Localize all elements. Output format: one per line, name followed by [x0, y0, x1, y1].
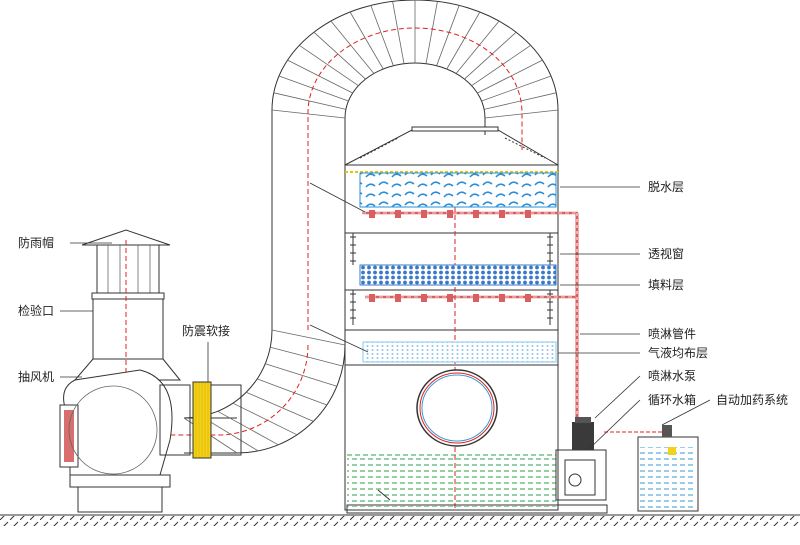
- gas-liquid-layer: [362, 341, 557, 363]
- spray-nozzle: [525, 294, 531, 302]
- exhaust-fan: [59, 369, 173, 513]
- label-rain-cap: 防雨帽: [18, 235, 54, 250]
- spray-nozzle: [447, 210, 453, 218]
- spray-nozzle: [369, 210, 375, 218]
- ground-line: [0, 514, 800, 526]
- stack-chimney: [91, 244, 165, 300]
- label-sight-window: 透视窗: [648, 246, 684, 261]
- manhole-port: [416, 369, 498, 447]
- spray-nozzle: [395, 294, 401, 302]
- spray-nozzle: [473, 210, 479, 218]
- spray-nozzle: [421, 210, 427, 218]
- top-arch-duct: [271, 0, 559, 330]
- label-dosing-system: 自动加药系统: [716, 393, 788, 407]
- packing-layer: [359, 264, 557, 286]
- spray-nozzle: [369, 294, 375, 302]
- label-packing-layer: 填料层: [648, 278, 684, 292]
- label-spray-pump: 喷淋水泵: [648, 369, 696, 383]
- dosing-tank: [604, 425, 699, 512]
- spray-nozzle: [525, 210, 531, 218]
- spray-pipe-mid: [365, 294, 578, 302]
- shockproof-joint: [159, 381, 242, 459]
- spray-nozzle: [499, 210, 505, 218]
- spray-nozzle: [395, 210, 401, 218]
- label-shockproof-joint: 防震软接: [182, 323, 230, 338]
- circulation-tank-water: [347, 455, 556, 507]
- tower-body: [344, 126, 559, 511]
- spray-pipe-top: [362, 210, 578, 218]
- spray-nozzle: [447, 294, 453, 302]
- spray-nozzle: [421, 294, 427, 302]
- label-gas-liquid-layer: 气液均布层: [648, 345, 708, 360]
- lower-elbow-duct: [90, 329, 346, 454]
- label-inspection-port: 检验口: [18, 303, 54, 318]
- spray-nozzle: [473, 294, 479, 302]
- demister-layer: [359, 172, 557, 208]
- label-spray-pipe: 喷淋管件: [648, 326, 696, 341]
- label-circulation-tank: 循环水箱: [648, 392, 696, 407]
- label-exhaust-fan: 抽风机: [18, 370, 54, 384]
- spray-nozzle: [499, 294, 505, 302]
- label-demister-layer: 脱水层: [648, 179, 684, 194]
- spray-pump: [555, 213, 607, 501]
- leader-lines: [60, 182, 711, 451]
- tower-base: [346, 489, 608, 514]
